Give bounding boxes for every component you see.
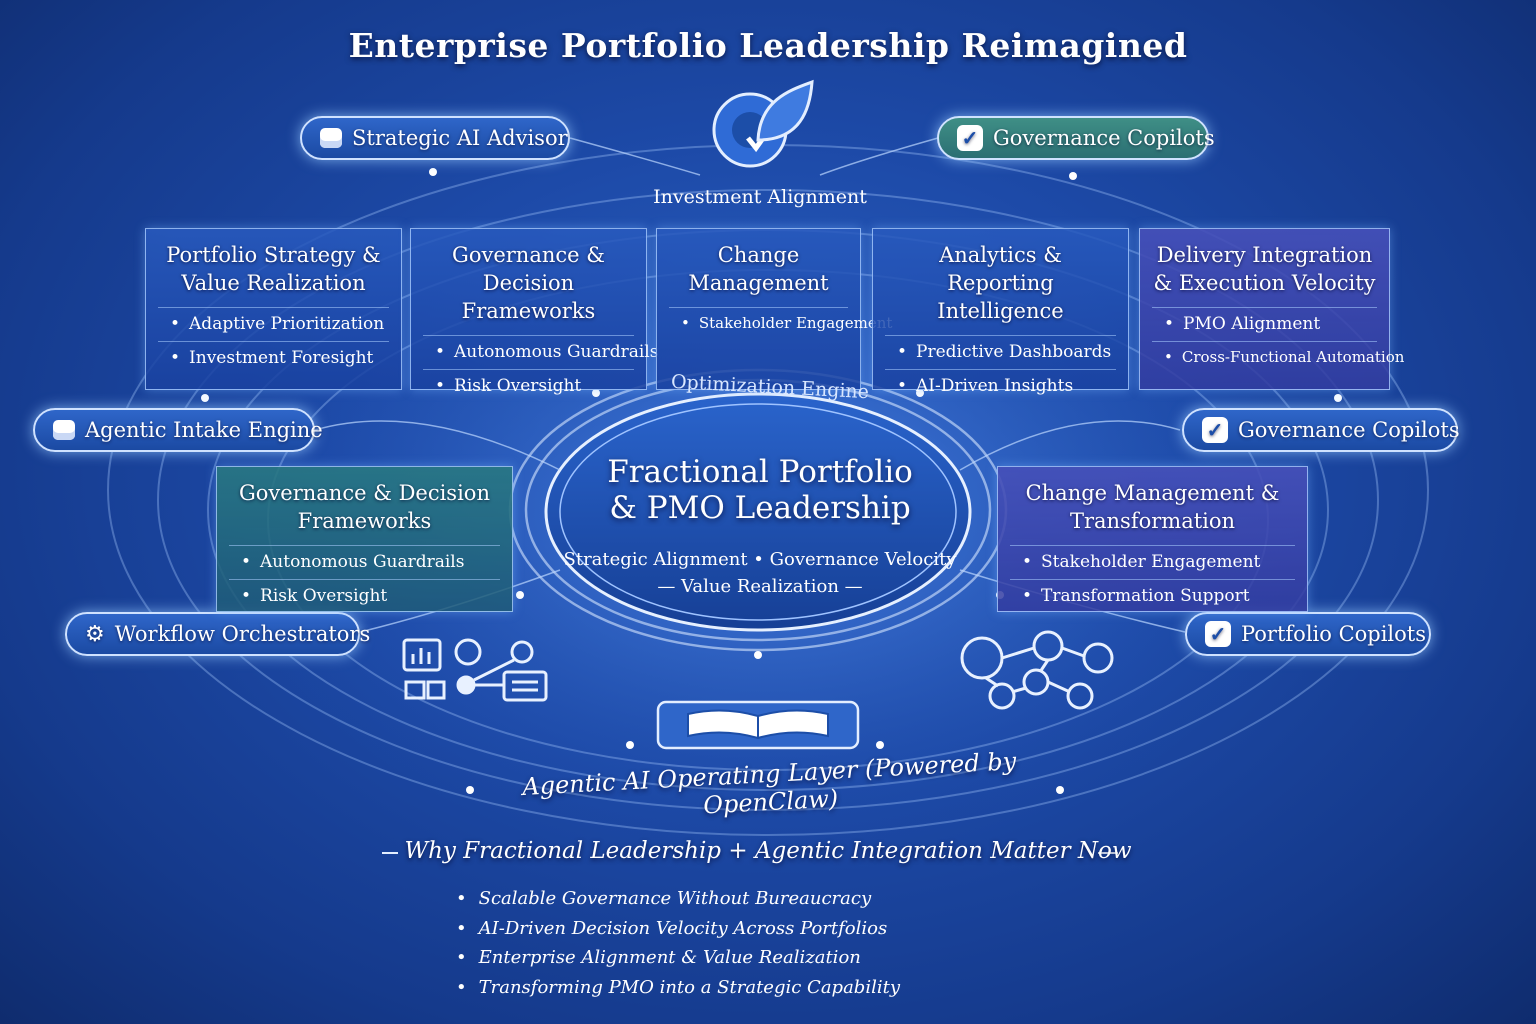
panel-bullet: Risk Oversight	[423, 369, 634, 403]
pill-label: Portfolio Copilots	[1241, 622, 1427, 646]
why-item: Scalable Governance Without Bureaucracy	[456, 884, 1056, 914]
check-shield-icon: ✓	[1205, 621, 1231, 647]
panel-title: Change Management & Transformation	[1025, 481, 1280, 533]
why-heading: Why Fractional Leadership + Agentic Inte…	[404, 838, 1132, 864]
pill-label: Strategic AI Advisor	[352, 126, 568, 150]
core-subtitle-line2: — Value Realization —	[657, 576, 863, 597]
core-subtitle-line1: Strategic Alignment • Governance Velocit…	[563, 549, 957, 570]
panel-title: Governance & Decision Frameworks	[452, 243, 605, 323]
panel-bullet: Autonomous Guardrails	[229, 545, 500, 579]
panel-bullet: Stakeholder Engagement	[1010, 545, 1295, 579]
panel-governance-decision-frameworks[interactable]: Governance & Decision Frameworks Autonom…	[410, 228, 658, 396]
panel-bullet: Transformation Support	[1010, 579, 1295, 613]
panel-change-management[interactable]: Change Management Stakeholder Engagement	[656, 228, 892, 390]
panel-title: Delivery Integration & Execution Velocit…	[1153, 243, 1376, 295]
panel-analytics-reporting[interactable]: Analytics & Reporting Intelligence Predi…	[872, 228, 1129, 396]
panel-bullet: Cross-Functional Automation	[1152, 341, 1404, 373]
panel-title: Change Management	[688, 243, 829, 295]
panel-portfolio-strategy[interactable]: Portfolio Strategy & Value Realization A…	[145, 228, 402, 390]
panel-delivery-integration[interactable]: Delivery Integration & Execution Velocit…	[1139, 228, 1404, 390]
database-icon	[53, 420, 75, 440]
panel-title: Governance & Decision Frameworks	[239, 481, 490, 533]
panel-governance-mid-left[interactable]: Governance & Decision Frameworks Autonom…	[216, 466, 513, 612]
core-title-line2: & PMO Leadership	[609, 490, 911, 526]
panel-bullet: Autonomous Guardrails	[423, 335, 658, 369]
pill-label: Workflow Orchestrators	[114, 622, 371, 646]
investment-alignment-label: Investment Alignment	[653, 186, 867, 208]
panel-title: Analytics & Reporting Intelligence	[937, 243, 1064, 323]
why-item: Enterprise Alignment & Value Realization	[456, 943, 1056, 973]
pill-label: Agentic Intake Engine	[85, 418, 323, 442]
panel-change-management-mid-right[interactable]: Change Management & Transformation Stake…	[997, 466, 1308, 612]
pill-label: Governance Copilots	[1238, 418, 1460, 442]
panel-title: Portfolio Strategy & Value Realization	[166, 243, 381, 295]
gears-icon: ⚙	[85, 621, 105, 647]
core-subtitle: Strategic Alignment • Governance Velocit…	[540, 546, 980, 600]
panel-bullet: Risk Oversight	[229, 579, 500, 613]
why-list: Scalable Governance Without Bureaucracy …	[456, 884, 1056, 1002]
database-icon	[320, 128, 342, 148]
governance-copilots-right-pill[interactable]: ✓ Governance Copilots	[1182, 408, 1460, 452]
pill-label: Governance Copilots	[993, 126, 1215, 150]
check-shield-icon: ✓	[957, 125, 983, 151]
core-title-line1: Fractional Portfolio	[607, 454, 913, 490]
panel-bullet: PMO Alignment	[1152, 307, 1377, 341]
why-item: Transforming PMO into a Strategic Capabi…	[456, 973, 1056, 1003]
panel-bullet: Predictive Dashboards	[885, 335, 1116, 369]
strategic-ai-advisor-pill[interactable]: Strategic AI Advisor	[300, 116, 570, 160]
core-title: Fractional Portfolio & PMO Leadership	[540, 454, 980, 526]
workflow-orchestrators-pill[interactable]: ⚙ Workflow Orchestrators	[65, 612, 370, 656]
agentic-intake-engine-pill[interactable]: Agentic Intake Engine	[33, 408, 323, 452]
panel-bullet: Adaptive Prioritization	[158, 307, 389, 341]
panel-bullet: Investment Foresight	[158, 341, 389, 375]
portfolio-copilots-pill[interactable]: ✓ Portfolio Copilots	[1185, 612, 1431, 656]
panel-bullet: Stakeholder Engagement	[669, 307, 892, 339]
panel-bullet: AI-Driven Insights	[885, 369, 1116, 403]
governance-copilots-top-pill[interactable]: ✓ Governance Copilots	[937, 116, 1215, 160]
page-title: Enterprise Portfolio Leadership Reimagin…	[348, 26, 1188, 65]
check-shield-icon: ✓	[1202, 417, 1228, 443]
why-item: AI-Driven Decision Velocity Across Portf…	[456, 914, 1056, 944]
